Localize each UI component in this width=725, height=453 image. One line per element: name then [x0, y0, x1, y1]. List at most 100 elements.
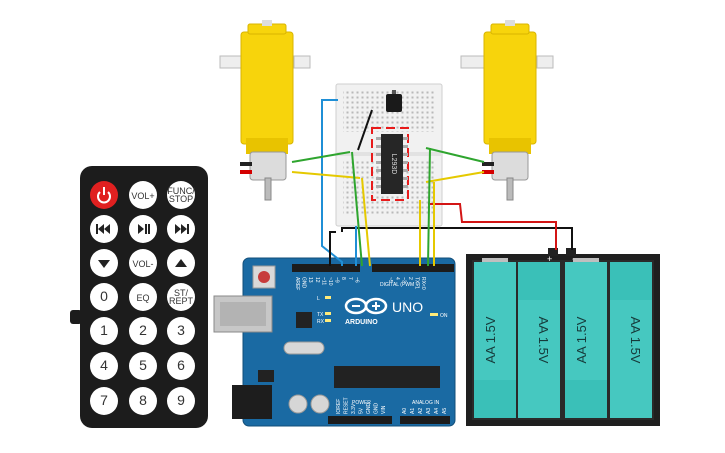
power-header-label: POWER — [352, 400, 371, 406]
rx-led-label: RX — [317, 319, 325, 325]
top-pin-label: 4 — [394, 277, 400, 280]
remote-button-label: FUNC/ — [167, 186, 195, 196]
remote-button-n8[interactable]: 8 — [129, 387, 157, 415]
wires — [291, 99, 573, 267]
remote-button-play-pause[interactable] — [129, 215, 157, 243]
play-pause-icon — [138, 224, 150, 234]
wire-green-left — [291, 151, 351, 163]
remote-button-face — [167, 283, 195, 311]
arduino-logo-icon — [344, 297, 388, 315]
remote-button-grid: VOL+ FUNC/STOP VOL- 0 EQ ST/REPT 1 2 3 4 5 6 7 8 9 — [90, 181, 195, 415]
remote-button-face — [90, 352, 118, 380]
remote-button-n6[interactable]: 6 — [167, 352, 195, 380]
remote-button-n9[interactable]: 9 — [167, 387, 195, 415]
up-icon — [175, 259, 187, 267]
wire-blue — [321, 99, 343, 266]
remote-button-prev[interactable] — [90, 215, 118, 243]
remote-button-label: 6 — [177, 357, 185, 373]
ir-receiver[interactable] — [386, 90, 402, 112]
power-pin-label: GND — [366, 403, 372, 415]
wire-green-arduino-2 — [427, 147, 431, 267]
remote-button-face — [90, 317, 118, 345]
l293d-chip[interactable]: L293D — [376, 134, 408, 194]
remote-button-face — [129, 249, 157, 277]
top-pin-label: AREF — [294, 277, 300, 290]
battery-cell-label: AA 1.5V — [536, 317, 551, 364]
battery-cell-label: AA 1.5V — [574, 316, 589, 363]
battery-cell: AA 1.5V — [610, 262, 652, 418]
remote-button-label: 7 — [100, 392, 108, 408]
on-led-label: ON — [440, 313, 448, 319]
left-gear-motor[interactable] — [219, 20, 311, 201]
remote-button-face — [129, 352, 157, 380]
remote-button-next[interactable] — [167, 215, 195, 243]
wire-green-right — [425, 147, 485, 163]
remote-button-n2[interactable]: 2 — [129, 317, 157, 345]
remote-button-face — [90, 283, 118, 311]
top-pin-label: 13 — [307, 277, 313, 283]
remote-button-n1[interactable]: 1 — [90, 317, 118, 345]
remote-button-label: 9 — [177, 392, 185, 408]
remote-button-label: 2 — [139, 322, 147, 338]
remote-button-face — [167, 387, 195, 415]
remote-button-n5[interactable]: 5 — [129, 352, 157, 380]
remote-button-face — [129, 181, 157, 209]
battery-cell-label: AA 1.5V — [628, 317, 643, 364]
remote-button-up[interactable] — [167, 249, 195, 277]
battery-cell: AA 1.5V — [518, 262, 560, 418]
prev-icon — [96, 224, 110, 234]
wire-red-bb — [428, 203, 557, 250]
remote-button-n7[interactable]: 7 — [90, 387, 118, 415]
remote-button-label: 4 — [100, 357, 108, 373]
top-pin-label: ~11 — [320, 277, 326, 285]
arduino-model: UNO — [392, 299, 423, 315]
top-pin-label: 12 — [314, 277, 320, 283]
analog-header-label: ANALOG IN — [412, 400, 440, 406]
remote-button-down[interactable] — [90, 249, 118, 277]
remote-button-vol-up[interactable]: VOL+ — [129, 181, 157, 209]
remote-button-n4[interactable]: 4 — [90, 352, 118, 380]
tx-led-label: TX — [317, 312, 324, 318]
remote-button-func-stop[interactable]: FUNC/STOP — [167, 181, 195, 209]
digital-header-label: DIGITAL (PWM ~) — [380, 282, 420, 288]
remote-button-label: VOL- — [132, 259, 153, 269]
remote-button-face — [129, 317, 157, 345]
battery-cell: AA 1.5V — [474, 258, 516, 418]
wire-yellow-left — [291, 171, 361, 179]
remote-button-label: 5 — [139, 357, 147, 373]
remote-button-power[interactable] — [90, 181, 118, 209]
arduino-uno-board[interactable]: ARDUINO UNO DIGITAL (PWM ~) POWER ANALOG… — [213, 257, 456, 427]
analog-pin-label: A1 — [410, 408, 416, 414]
remote-button-face — [129, 387, 157, 415]
wire-green-arduino-1 — [351, 151, 363, 267]
top-pin-label: 7 — [347, 277, 353, 280]
remote-button-eq[interactable]: EQ — [129, 283, 157, 311]
battery-plus-label: + — [547, 254, 552, 264]
wire-black-battery — [341, 227, 573, 250]
wire-yellow-right — [425, 171, 485, 183]
remote-button-label: VOL+ — [131, 191, 154, 201]
remote-button-n0[interactable]: 0 — [90, 283, 118, 311]
remote-button-label: 1 — [100, 322, 108, 338]
next-icon — [175, 224, 189, 234]
top-pin-label: 2 — [407, 277, 413, 280]
remote-button-label: STOP — [169, 194, 193, 204]
l-led-label: L — [317, 296, 320, 302]
arduino-brand: ARDUINO — [345, 319, 378, 326]
top-pin-label: 8 — [340, 277, 346, 280]
remote-button-n3[interactable]: 3 — [167, 317, 195, 345]
right-gear-motor[interactable] — [460, 20, 554, 201]
top-pin-label: ~6 — [353, 277, 359, 283]
top-pin-label: TX>1 — [414, 277, 420, 289]
remote-button-label: REPT — [169, 296, 194, 306]
power-pin-label: GND — [374, 403, 380, 415]
power-pin-label: RESET — [344, 397, 350, 414]
top-pin-label: ~10 — [327, 277, 333, 286]
remote-button-vol-down[interactable]: VOL- — [129, 249, 157, 277]
top-pin-label: ~5 — [387, 277, 393, 283]
wire-yellow-arduino-1 — [361, 177, 371, 267]
battery-cell-label: AA 1.5V — [483, 316, 498, 363]
remote-button-st-rept[interactable]: ST/REPT — [167, 283, 195, 311]
